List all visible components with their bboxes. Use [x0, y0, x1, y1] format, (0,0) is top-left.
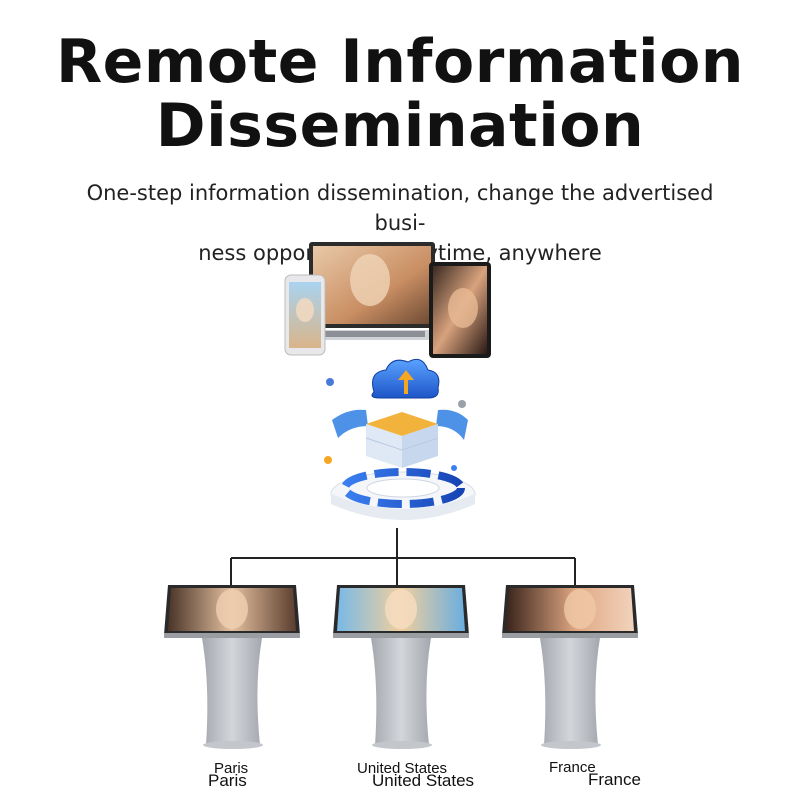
subtitle-line-1: One-step information dissemination, chan… [86, 181, 714, 235]
tablet-icon [429, 262, 491, 358]
kiosk-france [502, 585, 638, 749]
cloud-upload-icon [371, 358, 440, 399]
page-title: Remote Information Dissemination [0, 30, 800, 158]
kiosk-label-paris-bold: Paris [208, 771, 247, 790]
title-line-2: Dissemination [155, 91, 645, 161]
phone-icon [284, 274, 326, 356]
kiosk-united-states [333, 585, 469, 749]
kiosk-label-united-states: United States [357, 760, 448, 777]
kiosk-label-france-bold: France [588, 770, 641, 789]
kiosk-label-france: France [549, 759, 596, 776]
title-line-1: Remote Information [55, 27, 745, 97]
kiosk-paris [164, 585, 300, 749]
source-devices [284, 242, 491, 358]
laptop-icon [289, 242, 455, 340]
kiosk-label-paris: Paris [214, 760, 249, 777]
page-subtitle: One-step information dissemination, chan… [60, 178, 740, 268]
kiosk-label-united-states-bold: United States [372, 771, 475, 790]
cloud-server-icon [324, 358, 476, 520]
